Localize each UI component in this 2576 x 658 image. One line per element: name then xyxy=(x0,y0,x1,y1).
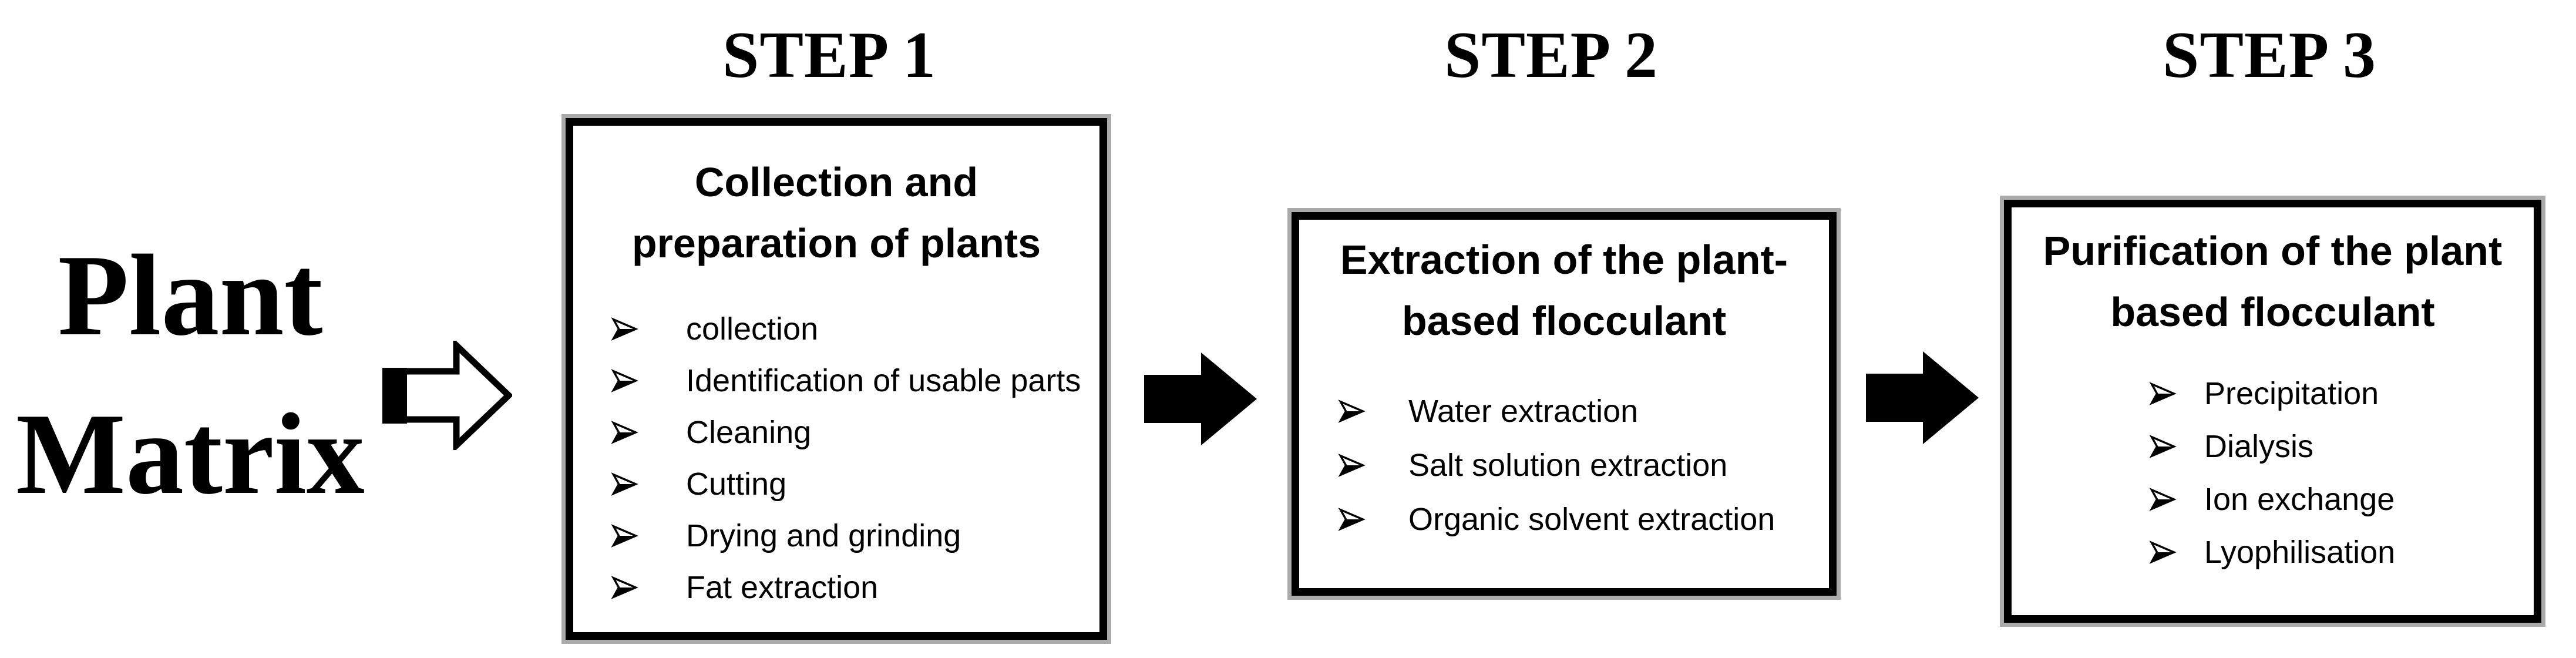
step-3-label: STEP 3 xyxy=(2163,19,2376,92)
list-item-label: Precipitation xyxy=(2204,376,2379,411)
step-1-label: STEP 1 xyxy=(722,19,936,92)
solid-right-arrow-icon xyxy=(1144,352,1258,446)
step-3-box-title: Purification of the plant based floccula… xyxy=(2012,207,2534,343)
step-1-title-line-1: Collection and xyxy=(694,159,978,205)
list-item: Water extraction xyxy=(1337,384,1829,438)
list-item: Salt solution extraction xyxy=(1337,438,1829,492)
plant-matrix-line-2: Matrix xyxy=(16,390,365,518)
arrowhead-bullet-icon xyxy=(610,365,640,396)
step-2-box-title: Extraction of the plant- based flocculan… xyxy=(1299,220,1829,351)
list-item: Organic solvent extraction xyxy=(1337,492,1829,546)
list-item: Cutting xyxy=(610,458,1099,510)
list-item: Dialysis xyxy=(2148,420,2534,473)
list-item-label: Dialysis xyxy=(2204,429,2314,464)
arrowhead-bullet-icon xyxy=(610,521,640,551)
list-item-label: Drying and grinding xyxy=(686,518,961,553)
arrowhead-bullet-icon xyxy=(610,314,640,344)
list-item-label: Lyophilisation xyxy=(2204,535,2396,570)
arrowhead-bullet-icon xyxy=(2148,378,2178,409)
arrowhead-bullet-icon xyxy=(610,572,640,603)
list-item: Cleaning xyxy=(610,407,1099,458)
step-3-title-line-2: based flocculant xyxy=(2110,289,2435,335)
list-item: Fat extraction xyxy=(610,562,1099,613)
arrowhead-bullet-icon xyxy=(610,469,640,499)
arrowhead-bullet-icon xyxy=(2148,537,2178,568)
list-item-label: Fat extraction xyxy=(686,570,879,605)
step-3-title-line-1: Purification of the plant xyxy=(2043,228,2503,274)
arrowhead-bullet-icon xyxy=(610,417,640,448)
solid-right-arrow-icon xyxy=(1865,351,1981,445)
list-item-label: Water extraction xyxy=(1408,394,1639,429)
hollow-right-arrow-icon xyxy=(382,341,512,450)
arrowhead-bullet-icon xyxy=(2148,431,2178,462)
step-2-title-line-2: based flocculant xyxy=(1401,298,1727,344)
arrowhead-bullet-icon xyxy=(1337,504,1367,535)
arrowhead-bullet-icon xyxy=(2148,484,2178,515)
list-item: collection xyxy=(610,303,1099,355)
list-item-label: Cleaning xyxy=(686,415,812,450)
plant-matrix-title: Plant Matrix xyxy=(0,216,381,533)
list-item: Ion exchange xyxy=(2148,473,2534,526)
list-item: Identification of usable parts xyxy=(610,355,1099,407)
list-item-label: Ion exchange xyxy=(2204,482,2395,517)
step-2-item-list: Water extraction Salt solution extractio… xyxy=(1299,384,1829,546)
step-1-box: Collection and preparation of plants col… xyxy=(566,118,1107,640)
step-3-box: Purification of the plant based floccula… xyxy=(2004,200,2541,623)
plant-matrix-line-1: Plant xyxy=(58,231,323,360)
list-item: Drying and grinding xyxy=(610,510,1099,562)
list-item: Lyophilisation xyxy=(2148,526,2534,579)
list-item-label: Identification of usable parts xyxy=(686,363,1081,398)
step-1-item-list: collection Identification of usable part… xyxy=(573,303,1099,613)
list-item-label: Organic solvent extraction xyxy=(1408,502,1775,537)
arrowhead-bullet-icon xyxy=(1337,396,1367,427)
list-item-label: Cutting xyxy=(686,466,787,502)
step-2-label: STEP 2 xyxy=(1444,19,1658,92)
step-3-item-list: Precipitation Dialysis Ion exchange Lyop… xyxy=(2012,367,2534,579)
step-2-box: Extraction of the plant- based flocculan… xyxy=(1292,212,1837,596)
step-2-title-line-1: Extraction of the plant- xyxy=(1340,237,1788,283)
list-item-label: Salt solution extraction xyxy=(1408,448,1728,483)
list-item: Precipitation xyxy=(2148,367,2534,420)
list-item-label: collection xyxy=(686,311,819,347)
step-1-box-title: Collection and preparation of plants xyxy=(573,126,1099,274)
step-1-title-line-2: preparation of plants xyxy=(631,220,1041,266)
arrowhead-bullet-icon xyxy=(1337,450,1367,481)
